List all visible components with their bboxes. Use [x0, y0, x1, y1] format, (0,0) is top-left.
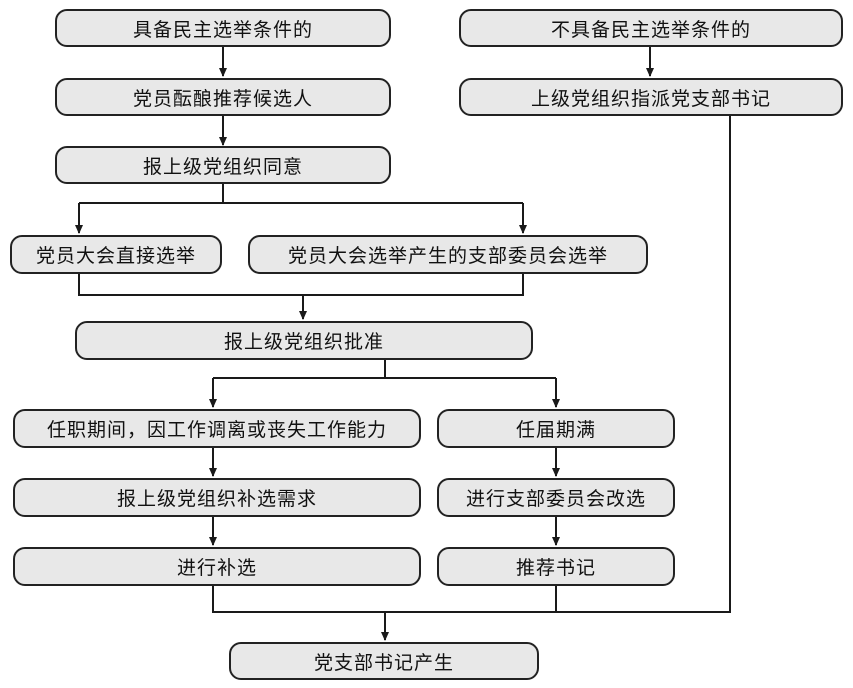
node-report-for-approval: 报上级党组织批准	[75, 321, 533, 360]
node-no-democratic-conditions: 不具备民主选举条件的	[459, 9, 843, 47]
line-appoint-to-result	[385, 115, 731, 613]
node-report-for-agreement: 报上级党组织同意	[55, 146, 391, 184]
line-elections-merge	[78, 273, 524, 296]
node-recommend-secretary: 推荐书记	[437, 547, 675, 586]
node-secretary-produced: 党支部书记产生	[229, 642, 539, 680]
node-re-election: 进行支部委员会改选	[437, 478, 675, 517]
node-vacancy: 任职期间，因工作调离或丧失工作能力	[13, 409, 421, 448]
node-report-by-election: 报上级党组织补选需求	[13, 478, 421, 517]
node-democratic-conditions: 具备民主选举条件的	[55, 9, 391, 47]
node-appoint-secretary: 上级党组织指派党支部书记	[459, 78, 843, 116]
node-committee-election: 党员大会选举产生的支部委员会选举	[248, 235, 648, 274]
node-recommend-candidates: 党员酝酿推荐候选人	[55, 78, 391, 116]
node-by-election: 进行补选	[13, 547, 421, 586]
line-final-merge	[212, 585, 557, 613]
node-direct-election: 党员大会直接选举	[10, 235, 222, 274]
node-term-expired: 任届期满	[437, 409, 675, 448]
